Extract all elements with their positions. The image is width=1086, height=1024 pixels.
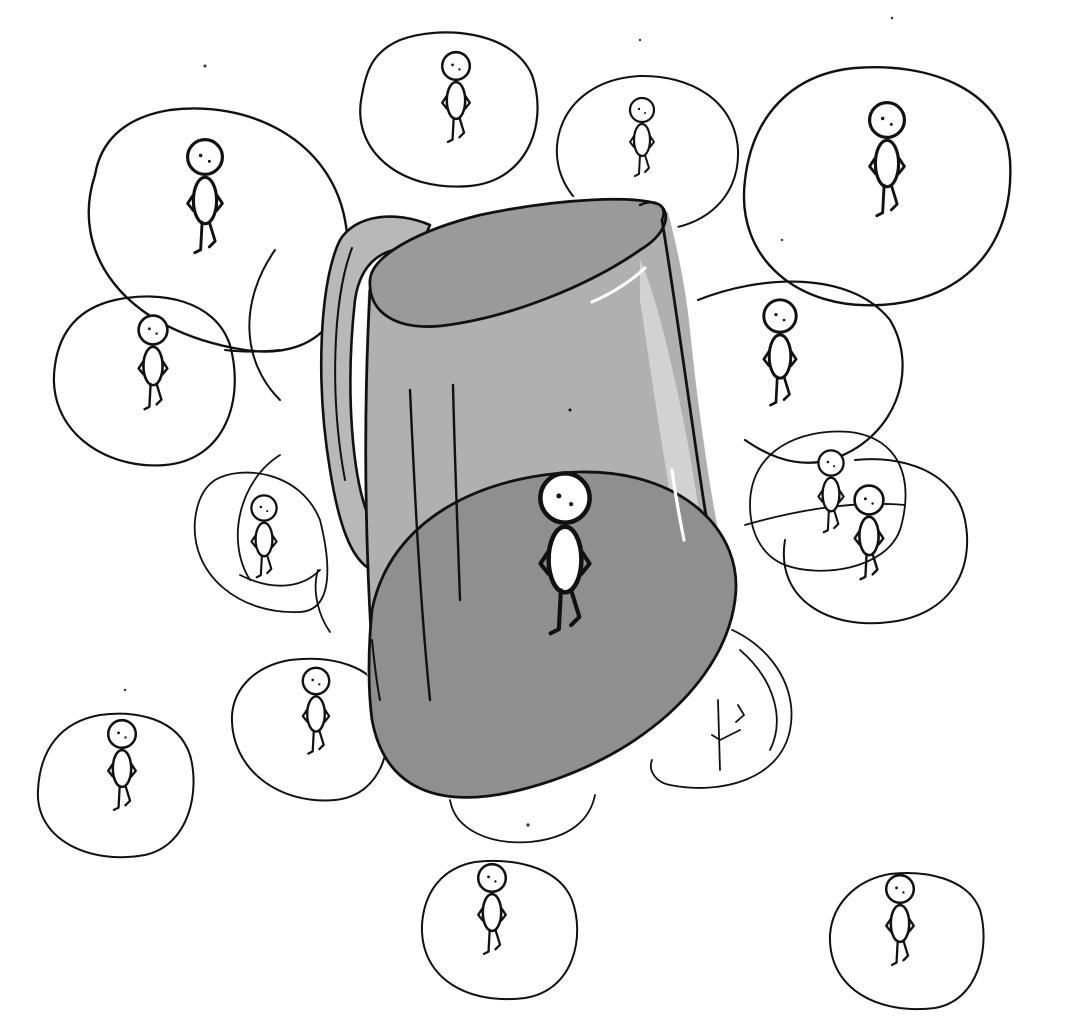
bubble-left-arcs [224,249,281,401]
stick-figure-icon [868,101,906,218]
bubble-right-pair [744,430,969,625]
bubble-top-center [359,31,539,188]
bubble-left [52,295,236,467]
stick-figure-icon [884,873,916,967]
stick-figure-icon [106,718,138,812]
bubble-bottom-left [36,712,195,859]
stick-figure-icon [628,96,656,178]
bubble-right-upper [696,280,904,464]
stick-figure-icon [301,666,331,755]
bubble-lower-right-partial [650,619,793,789]
stick-figure-icon [440,50,472,144]
ink-specks [123,16,894,827]
bubble-bottom-right [828,872,985,1011]
stick-figure-icon [762,298,798,407]
bubble-bottom-center [420,794,596,1001]
bubble-upper-left [87,107,350,353]
jug-icon [319,195,738,801]
stick-figure-icon [476,862,508,956]
bubble-lower-left [230,657,390,802]
stick-figure-icon [817,449,845,534]
bubble-mid-left [193,454,331,633]
bubble-upper-right [742,66,1012,307]
stick-figure-icon [250,494,278,579]
stick-figure-icon [137,314,169,411]
stick-figure-icon [186,138,224,255]
